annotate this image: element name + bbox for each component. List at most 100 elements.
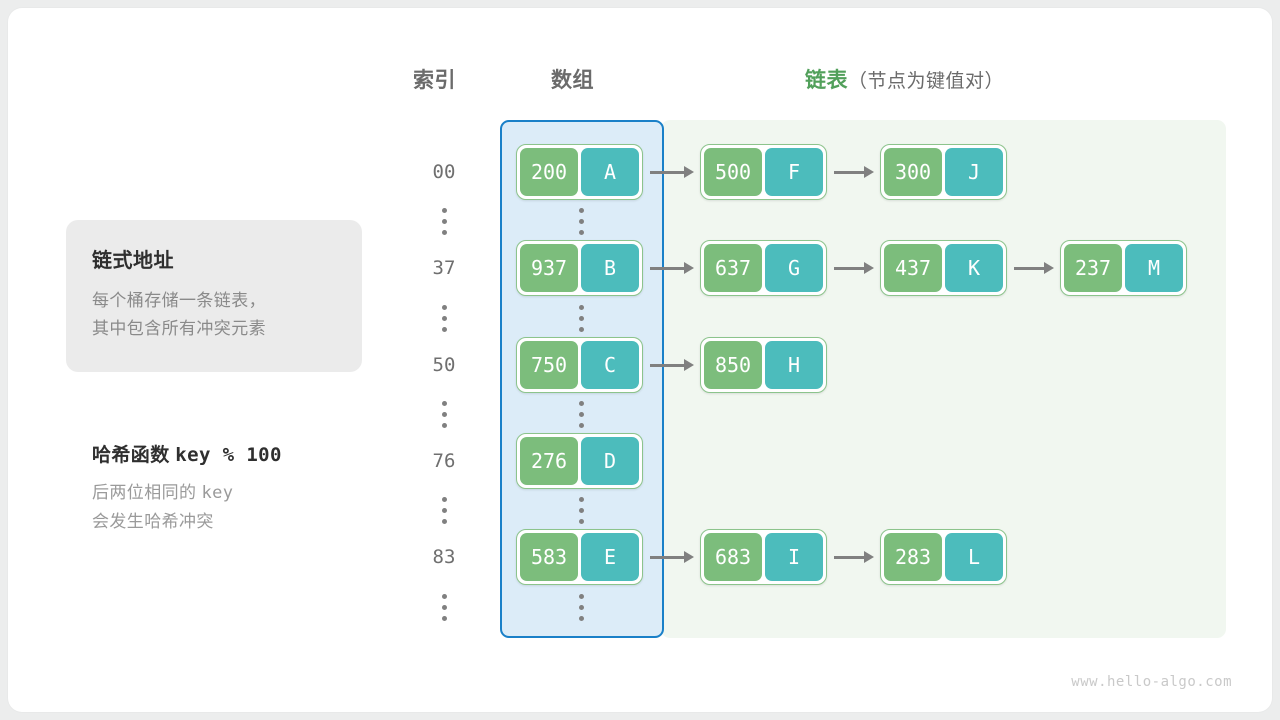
bucket-index-label: 50 <box>432 354 456 376</box>
ellipsis-dot <box>579 594 584 599</box>
header-index: 索引 <box>413 69 456 92</box>
bucket-index-label: 00 <box>432 161 456 183</box>
ellipsis-dot <box>579 412 584 417</box>
arrow-shaft <box>650 363 684 367</box>
ellipsis-dot <box>579 305 584 310</box>
ellipsis-dot <box>442 616 447 621</box>
arrow-shaft <box>834 555 864 559</box>
ellipsis-dot <box>442 327 447 332</box>
bucket-index-label: 76 <box>432 450 456 472</box>
node-value: H <box>765 341 823 389</box>
chain-arrow-icon <box>650 261 694 275</box>
hash-function-body-line-2: 会发生哈希冲突 <box>92 511 214 531</box>
ellipsis-dot <box>579 497 584 502</box>
bucket-index-label: 83 <box>432 546 456 568</box>
array-column-ellipsis <box>579 208 584 235</box>
chaining-note-body: 每个桶存储一条链表， 其中包含所有冲突元素 <box>92 287 336 342</box>
chain-arrow-icon <box>834 261 874 275</box>
hash-function-title: 哈希函数 key % 100 <box>92 440 382 467</box>
node-value: M <box>1125 244 1183 292</box>
node-key: 750 <box>520 341 578 389</box>
chaining-note-line-2: 其中包含所有冲突元素 <box>92 318 266 338</box>
arrow-head <box>864 551 874 563</box>
arrow-shaft <box>1014 266 1044 270</box>
index-column-ellipsis <box>442 401 447 428</box>
header-linked-list-sub: （节点为键值对） <box>848 71 1005 92</box>
hash-function-expression: key % 100 <box>175 444 282 466</box>
hash-function-note: 哈希函数 key % 100 后两位相同的 key 会发生哈希冲突 <box>92 440 382 535</box>
ellipsis-dot <box>579 219 584 224</box>
hash-function-title-prefix: 哈希函数 <box>92 445 176 466</box>
node-value: L <box>945 533 1003 581</box>
node-key: 500 <box>704 148 762 196</box>
chain-arrow-icon <box>1014 261 1054 275</box>
ellipsis-dot <box>579 208 584 213</box>
header-linked-list: 链表（节点为键值对） <box>805 64 1004 94</box>
node-value: J <box>945 148 1003 196</box>
ellipsis-dot <box>579 616 584 621</box>
chaining-note-title: 链式地址 <box>92 250 174 272</box>
ellipsis-dot <box>442 412 447 417</box>
ellipsis-dot <box>579 327 584 332</box>
ellipsis-dot <box>442 219 447 224</box>
chain-arrow-icon <box>650 165 694 179</box>
node-key: 283 <box>884 533 942 581</box>
node-value: F <box>765 148 823 196</box>
ellipsis-dot <box>442 605 447 610</box>
chain-arrow-icon <box>834 550 874 564</box>
node-key: 276 <box>520 437 578 485</box>
node-key: 683 <box>704 533 762 581</box>
node-value: G <box>765 244 823 292</box>
arrow-shaft <box>834 266 864 270</box>
arrow-shaft <box>650 170 684 174</box>
arrow-shaft <box>650 555 684 559</box>
arrow-head <box>864 262 874 274</box>
node-value: B <box>581 244 639 292</box>
array-column-ellipsis <box>579 401 584 428</box>
bucket-index-label: 37 <box>432 257 456 279</box>
index-column-ellipsis <box>442 497 447 524</box>
node-value: K <box>945 244 1003 292</box>
hash-function-body-line-1: 后两位相同的 key <box>92 479 382 508</box>
arrow-shaft <box>834 170 864 174</box>
node-value: D <box>581 437 639 485</box>
ellipsis-dot <box>579 508 584 513</box>
ellipsis-dot <box>442 519 447 524</box>
arrow-head <box>684 262 694 274</box>
ellipsis-dot <box>442 230 447 235</box>
ellipsis-dot <box>442 594 447 599</box>
hash-function-body-line-1-code: key <box>201 483 234 503</box>
ellipsis-dot <box>442 305 447 310</box>
chain-arrow-icon <box>650 550 694 564</box>
node-key: 583 <box>520 533 578 581</box>
ellipsis-dot <box>442 316 447 321</box>
ellipsis-dot <box>442 497 447 502</box>
arrow-head <box>684 166 694 178</box>
node-value: E <box>581 533 639 581</box>
node-key: 200 <box>520 148 578 196</box>
ellipsis-dot <box>579 423 584 428</box>
hash-function-body-line-1-prefix: 后两位相同的 <box>92 483 202 502</box>
node-value: C <box>581 341 639 389</box>
array-column-ellipsis <box>579 594 584 621</box>
ellipsis-dot <box>579 605 584 610</box>
ellipsis-dot <box>579 519 584 524</box>
chain-arrow-icon <box>650 358 694 372</box>
hash-function-body: 后两位相同的 key 会发生哈希冲突 <box>92 479 382 535</box>
node-value: A <box>581 148 639 196</box>
node-value: I <box>765 533 823 581</box>
